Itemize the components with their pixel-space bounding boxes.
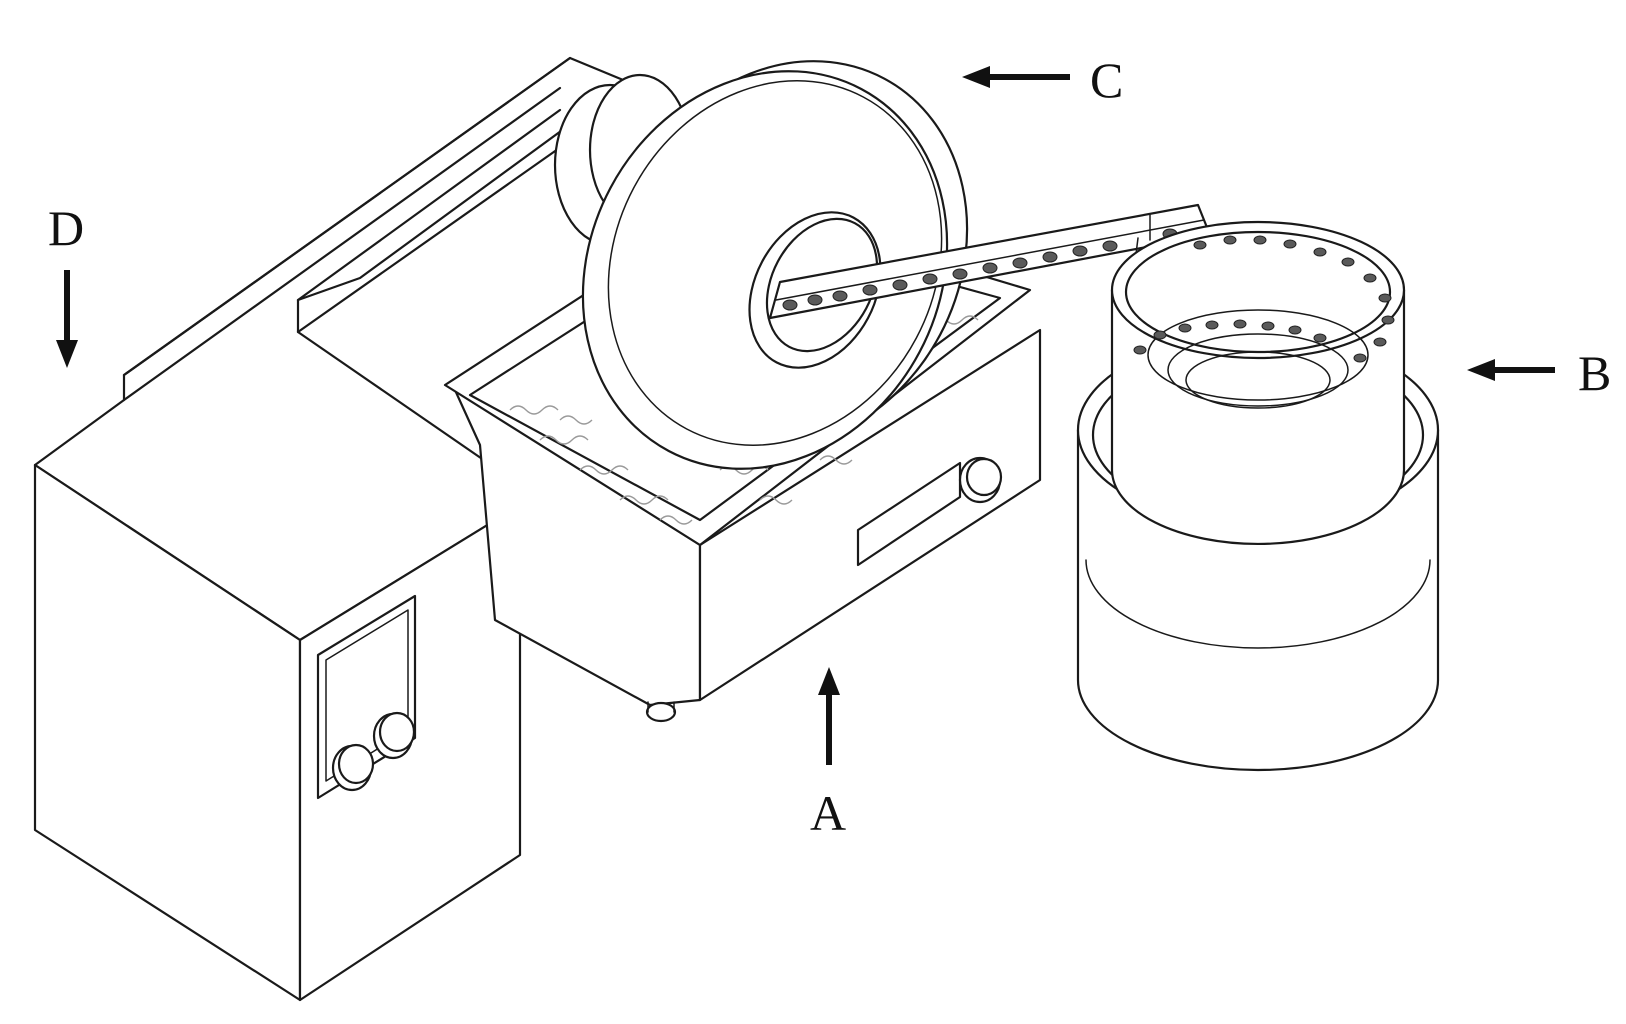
control-box — [33, 56, 630, 1002]
bowl-parts — [1133, 235, 1395, 363]
control-knob-right[interactable] — [372, 711, 416, 760]
control-panel — [316, 594, 417, 800]
rotating-wheel — [553, 60, 969, 470]
label-a: A — [810, 785, 846, 841]
label-d: D — [48, 200, 84, 256]
control-knob-left[interactable] — [331, 743, 375, 792]
label-b-group: B — [1467, 345, 1611, 401]
label-b: B — [1578, 345, 1611, 401]
label-c: C — [1090, 52, 1123, 108]
label-d-group: D — [48, 200, 84, 368]
label-c-group: C — [962, 52, 1123, 108]
track-parts — [782, 228, 1178, 311]
bath-knob[interactable] — [958, 456, 1003, 504]
label-a-group: A — [810, 667, 846, 841]
vibratory-bowl — [1076, 220, 1440, 772]
